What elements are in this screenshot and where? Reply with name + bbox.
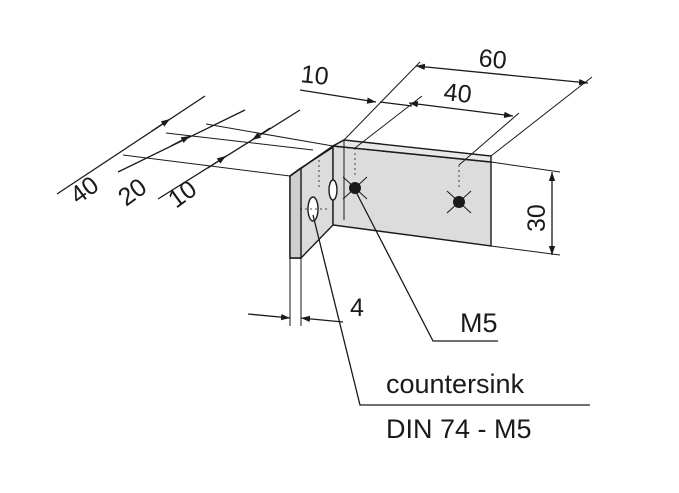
countersink-standard-label: DIN 74 - M5 bbox=[386, 414, 532, 444]
thread-callout-label: M5 bbox=[460, 308, 498, 338]
bracket-flange bbox=[332, 145, 492, 247]
bracket-leg-thickness bbox=[289, 166, 302, 259]
dim-40-depth-label: 40 bbox=[65, 171, 104, 210]
holes bbox=[300, 148, 472, 222]
bracket-part bbox=[289, 139, 492, 259]
dim-30-label: 30 bbox=[523, 204, 551, 232]
leader-lines bbox=[312, 189, 590, 406]
dimension-lines bbox=[56, 63, 589, 323]
dim-10-depth-label: 10 bbox=[163, 175, 202, 214]
dim-4-label: 4 bbox=[350, 294, 364, 322]
countersink-callout-label: countersink bbox=[386, 369, 525, 399]
countersink-hole-inner bbox=[328, 179, 338, 201]
dim-60-label: 60 bbox=[477, 44, 508, 75]
extension-lines bbox=[122, 61, 593, 326]
dim-40-horizontal-label: 40 bbox=[442, 78, 473, 109]
dim-20-depth-label: 20 bbox=[113, 173, 152, 212]
callout-labels: M5 countersink DIN 74 - M5 bbox=[386, 308, 532, 444]
countersink-hole-outer bbox=[307, 196, 319, 222]
dim-10-horizontal-label: 10 bbox=[299, 60, 330, 91]
